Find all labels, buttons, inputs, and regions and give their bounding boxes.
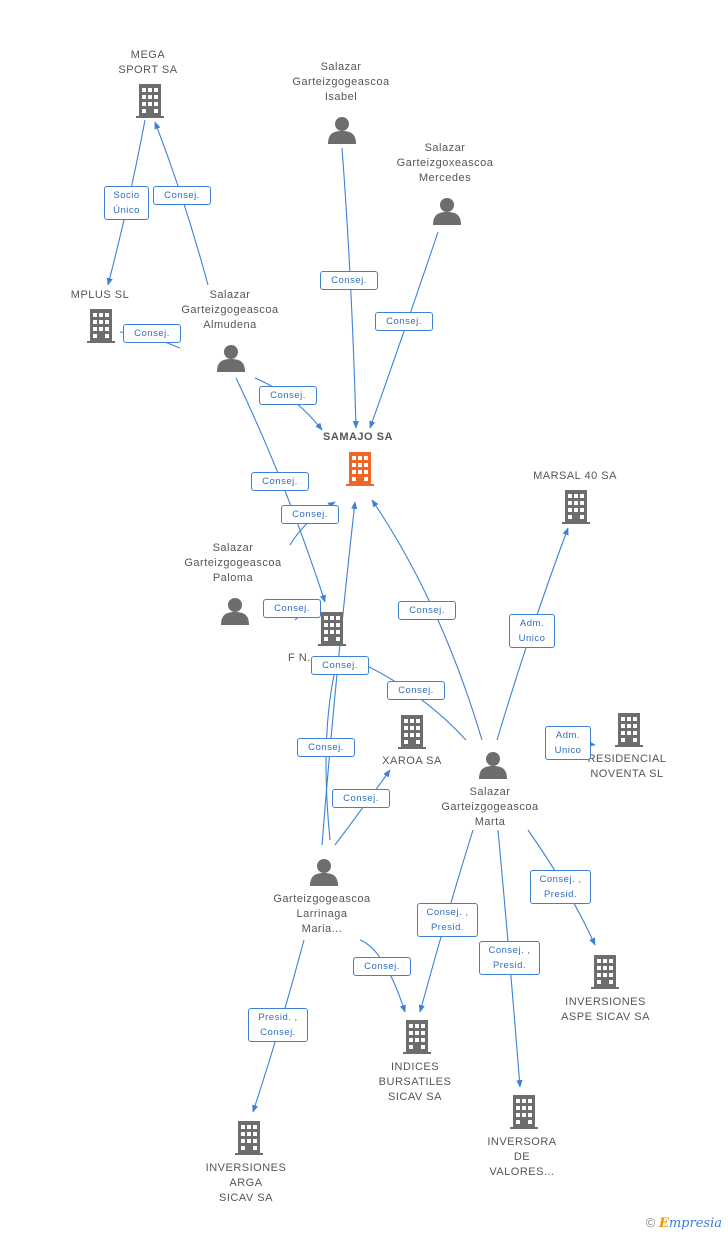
edge-label-consej-mplus[interactable]: Consej. [123,324,181,343]
edge-label-presid-consej-arga[interactable]: Presid. , Consej. [248,1008,308,1042]
residencial-building-icon [615,713,643,747]
node-mega-sport[interactable]: MEGA SPORT SA [118,49,178,76]
edge-label-consej-maria-indices[interactable]: Consej. [353,957,411,976]
empresia-logo-e: E [658,1216,669,1231]
edge-label-consej-mercedes[interactable]: Consej. [375,312,433,331]
node-residencial[interactable]: RESIDENCIAL NOVENTA SL [587,753,667,780]
node-xaroa[interactable]: XAROA SA [382,755,442,767]
xaroa-building-icon [398,715,426,749]
edge-label-consej-marta-samajo[interactable]: Consej. [398,601,456,620]
salazar-almudena-person-icon [217,345,245,372]
node-inversora[interactable]: INVERSORA DE VALORES... [487,1136,557,1178]
inversiones-arga-building-icon [235,1121,263,1155]
edge-label-adm-unico-marsal[interactable]: Adm. Unico [509,614,555,648]
node-salazar-almudena[interactable]: Salazar Garteizgogeascoa Almudena [181,289,279,331]
inversora-building-icon [510,1095,538,1129]
edge-label-consej-paloma-samajo[interactable]: Consej. [281,505,339,524]
inversiones-aspe-building-icon [591,955,619,989]
node-garteiz-maria[interactable]: Garteizgogeascoa Larrinaga Maria... [273,893,371,935]
edge-label-consej-maria-xaroa[interactable]: Consej. [332,789,390,808]
indices-building-icon [403,1020,431,1054]
salazar-mercedes-person-icon [433,198,461,225]
edge-label-socio-unico[interactable]: Socio Único [104,186,149,220]
edge-label-consej-isabel[interactable]: Consej. [320,271,378,290]
footer-brand: © Empresia [646,1215,722,1231]
node-indices[interactable]: INDICES BURSATILES SICAV SA [378,1061,452,1103]
node-salazar-paloma[interactable]: Salazar Garteizgogeascoa Paloma [184,542,282,584]
edge-label-consej-almudena-fn[interactable]: Consej. [251,472,309,491]
marsal-building-icon [562,490,590,524]
node-marsal[interactable]: MARSAL 40 SA [533,470,617,482]
edge-label-consej-presid-indices[interactable]: Consej. , Presid. [417,903,478,937]
mplus-building-icon [87,309,115,343]
node-salazar-mercedes[interactable]: Salazar Garteizgoxeascoa Mercedes [396,142,494,184]
edge-label-consej-marta-fn[interactable]: Consej. [387,681,445,700]
node-samajo[interactable]: SAMAJO SA [323,431,393,443]
node-salazar-isabel[interactable]: Salazar Garteizgogeascoa Isabel [292,61,390,103]
edge-label-consej-maria-samajo[interactable]: Consej. [297,738,355,757]
samajo-building-icon [346,452,374,486]
salazar-paloma-person-icon [221,598,249,625]
salazar-isabel-person-icon [328,117,356,144]
edge-label-consej-almudena[interactable]: Consej. [259,386,317,405]
node-inversiones-arga[interactable]: INVERSIONES ARGA SICAV SA [205,1162,287,1204]
copyright-symbol: © [645,1215,656,1230]
edge-maria-indices [359,939,406,1013]
edge-label-consej-mega[interactable]: Consej. [153,186,211,205]
fn-building-icon [318,612,346,646]
edge-label-consej-fn-maria[interactable]: Consej. [311,656,369,675]
edge-label-consej-presid-inversora[interactable]: Consej. , Presid. [479,941,540,975]
node-inversiones-aspe[interactable]: INVERSIONES ASPE SICAV SA [561,996,650,1023]
empresia-logo-text: mpresia [668,1216,722,1231]
edge-maria-samajo [321,501,358,846]
node-mplus[interactable]: MPLUS SL [70,289,130,301]
node-salazar-marta[interactable]: Salazar Garteizgogeascoa Marta [441,786,539,828]
salazar-marta-person-icon [479,752,507,779]
edge-label-consej-presid-aspe[interactable]: Consej. , Presid. [530,870,591,904]
garteiz-maria-person-icon [310,859,338,886]
edge-label-consej-paloma-fn[interactable]: Consej. [263,599,321,618]
mega-sport-building-icon [136,84,164,118]
edge-label-adm-unico-residencial[interactable]: Adm. Unico [545,726,591,760]
